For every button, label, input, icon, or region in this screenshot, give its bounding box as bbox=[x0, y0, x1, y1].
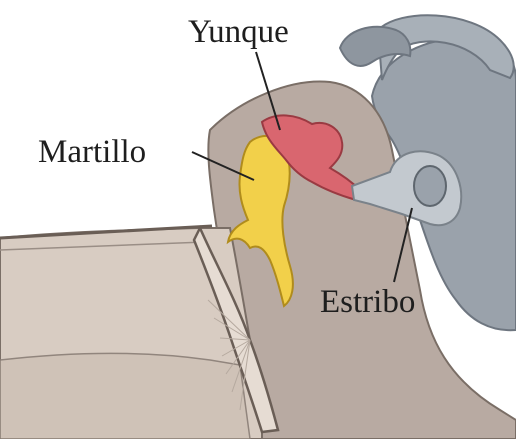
ear-canal-lower-wall bbox=[0, 353, 250, 439]
incus-label: Yunque bbox=[188, 14, 289, 50]
malleus-label: Martillo bbox=[38, 134, 146, 170]
stapes-hole bbox=[414, 166, 446, 206]
stapes-label: Estribo bbox=[320, 284, 415, 320]
